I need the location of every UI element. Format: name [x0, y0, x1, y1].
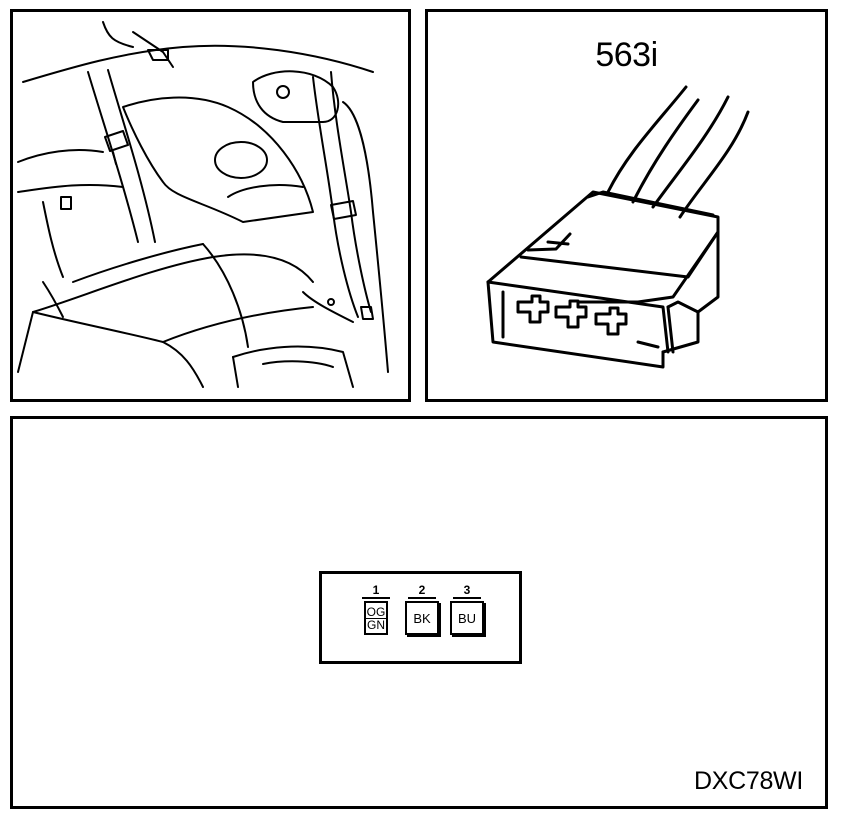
cavity-1-color-divider — [366, 617, 386, 619]
connector-isometric-illustration — [486, 85, 750, 369]
cavity-2-tick — [408, 597, 436, 599]
cavity-1-color-stripe: GN — [367, 617, 385, 632]
rear-seat-illustration — [17, 21, 389, 388]
cavity-2-color: BK — [413, 610, 431, 626]
connector-panel: 563i — [425, 9, 828, 402]
cavity-2-number: 2 — [418, 583, 426, 597]
seat-location-panel — [10, 9, 411, 402]
cavity-1-color-box: OG GN — [364, 601, 388, 635]
connector-face-view: 1 OG GN 2 BK 3 BU — [319, 571, 522, 664]
cavity-3-tick — [453, 597, 481, 599]
cavity-1: 1 OG GN — [358, 584, 394, 635]
cavity-1-number: 1 — [372, 583, 380, 597]
cavity-3: 3 BU — [449, 584, 485, 635]
cavity-2-color-box: BK — [405, 601, 439, 635]
cavity-1-tick — [362, 597, 390, 599]
cavity-1-color-primary: OG — [366, 604, 386, 619]
cavity-3-color: BU — [457, 610, 477, 626]
cavity-3-color-box: BU — [450, 601, 484, 635]
cavity-2: 2 BK — [404, 584, 440, 635]
figure-code: DXC78WI — [693, 767, 803, 795]
connector-face-panel: 1 OG GN 2 BK 3 BU DXC78WI — [10, 416, 828, 809]
cavity-3-number: 3 — [463, 583, 471, 597]
connector-id-label: 563i — [595, 36, 658, 74]
